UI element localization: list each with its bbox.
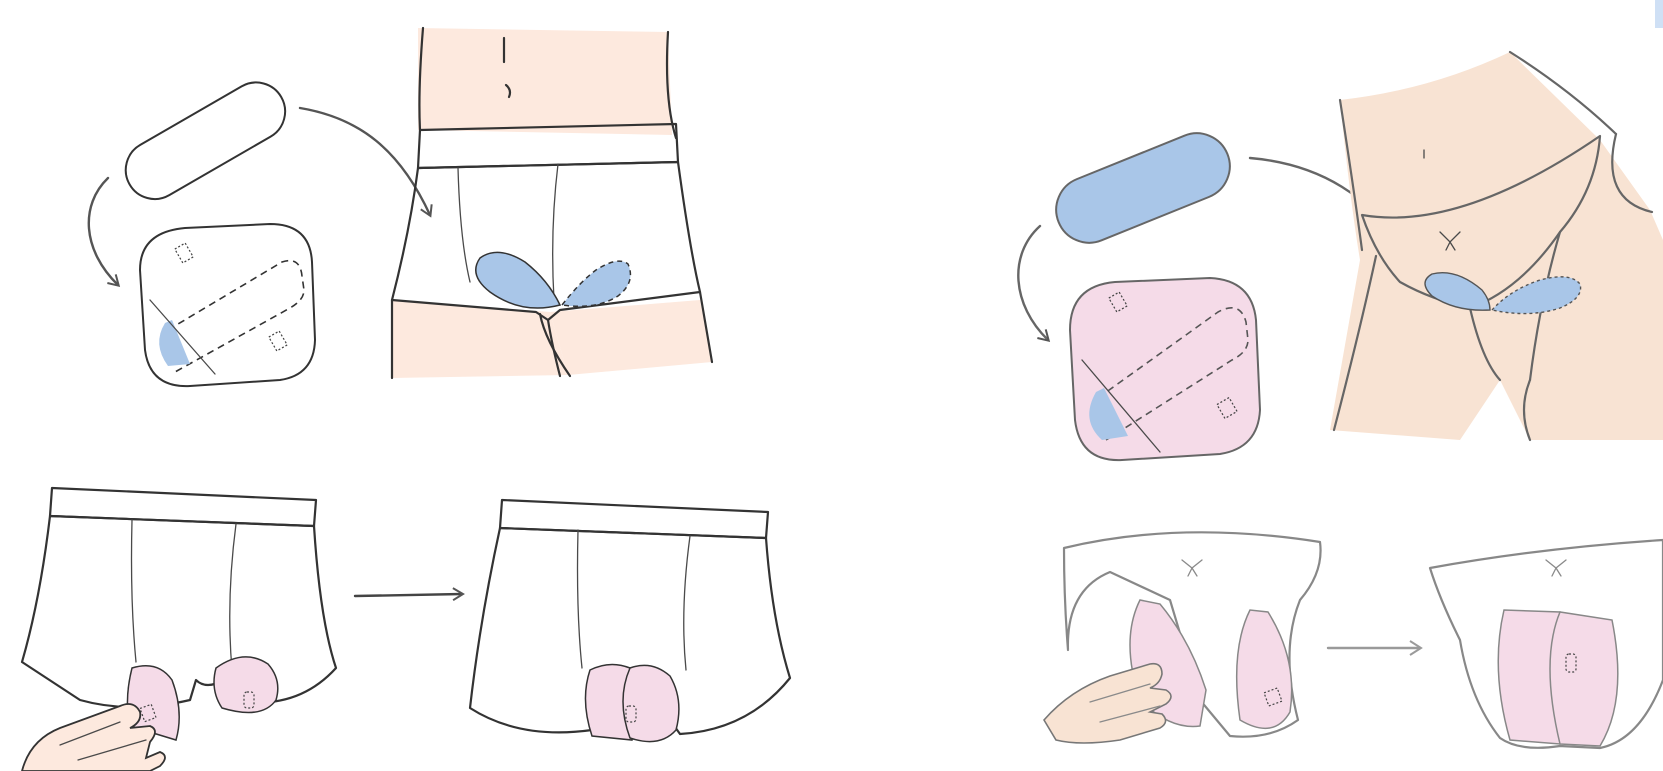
pad-icon xyxy=(115,72,296,210)
wearer-boxer-icon xyxy=(392,28,712,378)
arrow-icon xyxy=(300,108,430,215)
brief-step-1 xyxy=(1018,52,1663,460)
corner-accent xyxy=(1655,0,1663,28)
brief-step-2 xyxy=(1044,532,1663,748)
arrow-icon xyxy=(89,178,118,285)
arrow-icon xyxy=(355,594,462,596)
boxer-icon xyxy=(22,488,336,740)
brief-folded-icon xyxy=(1430,540,1663,748)
boxer-folded-icon xyxy=(470,500,790,742)
pad-icon xyxy=(1046,123,1239,252)
wearer-brief-icon xyxy=(1330,52,1663,440)
boxer-step-2 xyxy=(22,488,790,771)
hand-icon xyxy=(1044,664,1171,743)
boxer-step-1 xyxy=(89,28,712,386)
liner-icon xyxy=(1070,278,1260,460)
arrow-icon xyxy=(1018,226,1048,340)
liner-icon xyxy=(140,224,315,386)
